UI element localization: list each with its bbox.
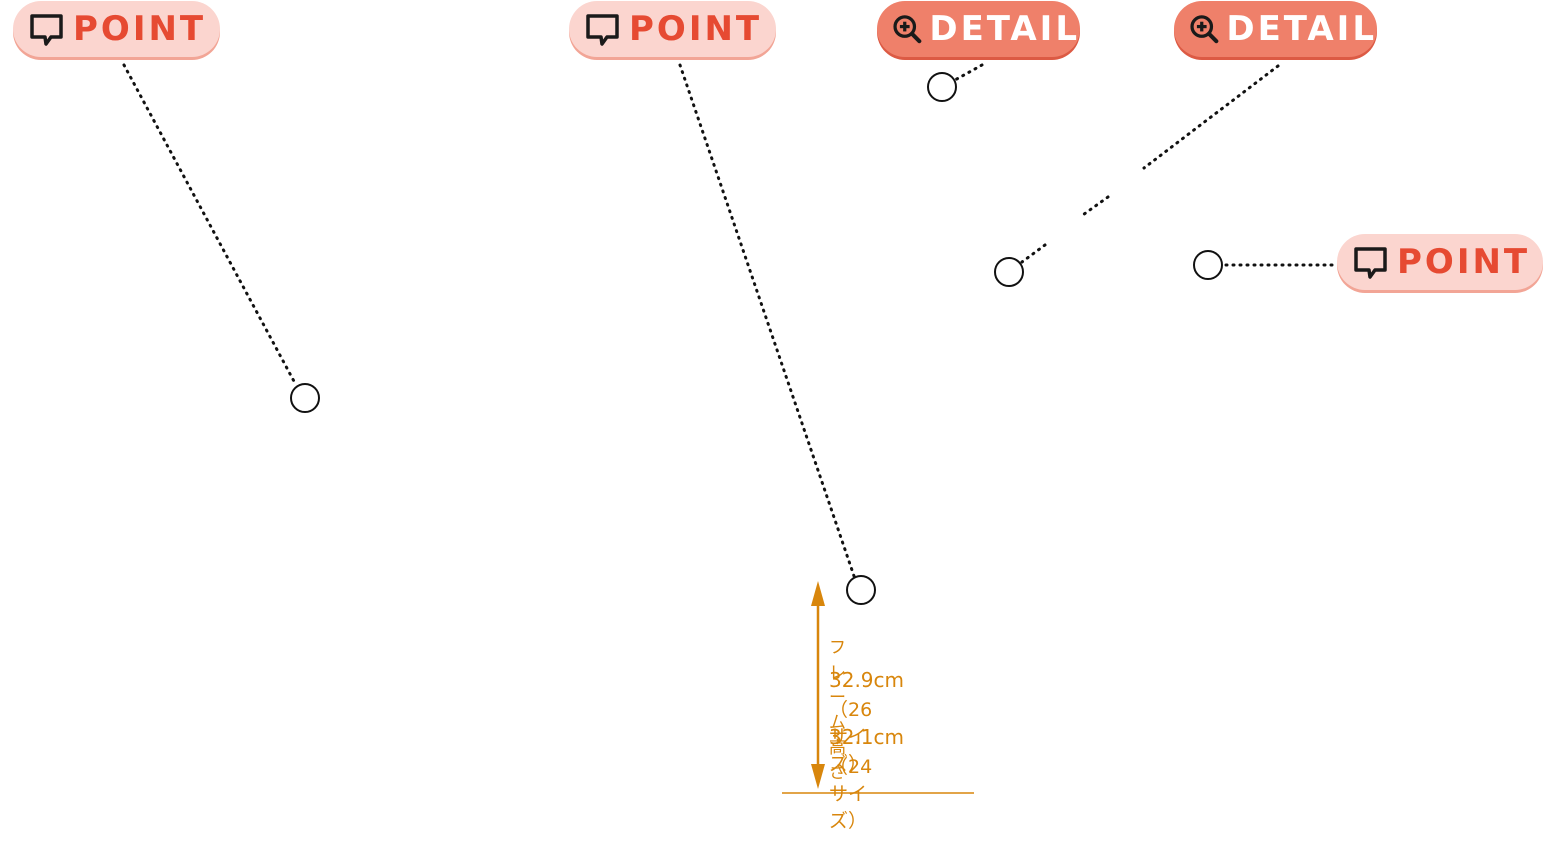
leader-line-detail-1 [953, 63, 984, 82]
anchor-circle-detail-1[interactable] [927, 72, 957, 102]
detail-badge-label: DETAIL [1226, 9, 1377, 49]
measurement-note-26: （26サイズ） [829, 699, 873, 775]
point-badge-label: POINT [629, 9, 763, 49]
point-badge-3[interactable]: POINT [1337, 234, 1543, 290]
speech-bubble-icon [30, 14, 63, 46]
measurement-value-26: 32.9cm [829, 668, 905, 692]
detail-badge-1[interactable]: DETAIL [877, 1, 1080, 57]
anchor-circle-detail-2[interactable] [994, 257, 1024, 287]
measurement-note-24: （24サイズ） [829, 756, 873, 832]
point-badge-label: POINT [1397, 242, 1531, 282]
measurement-value-24: 32.1cm [829, 725, 905, 749]
zoom-in-icon [893, 15, 922, 44]
measure-arrow-head-top [811, 581, 825, 606]
point-badge-label: POINT [73, 9, 207, 49]
detail-badge-2[interactable]: DETAIL [1174, 1, 1377, 57]
leader-line-detail-2-c [1020, 243, 1047, 264]
leader-line-detail-2-a [1142, 64, 1280, 170]
point-badge-2[interactable]: POINT [569, 1, 776, 57]
anchor-circle-point-2[interactable] [846, 575, 876, 605]
measure-arrow-head-bottom [811, 764, 825, 789]
detail-badge-label: DETAIL [929, 9, 1080, 49]
anchor-circle-point-1[interactable] [290, 383, 320, 413]
speech-bubble-icon [1354, 247, 1387, 279]
measurement-title: フレーム高さ [829, 638, 846, 783]
speech-bubble-icon [586, 14, 619, 46]
anchor-circle-point-3[interactable] [1193, 250, 1223, 280]
leader-line-point-2 [678, 63, 856, 578]
zoom-in-icon [1190, 15, 1219, 44]
leader-line-point-1 [122, 63, 298, 387]
leader-line-detail-2-b [1078, 195, 1110, 219]
point-badge-1[interactable]: POINT [13, 1, 220, 57]
